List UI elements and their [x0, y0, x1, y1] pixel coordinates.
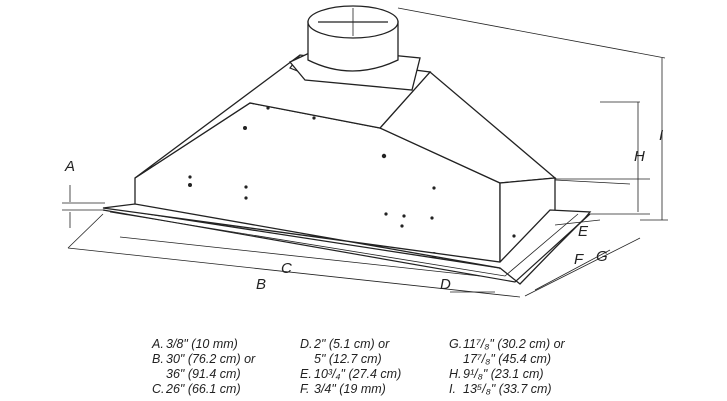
hood-bottom-flange: [102, 203, 592, 285]
dim-label-h: H: [634, 148, 645, 165]
legend-item-d-line2: 5" (12.7 cm): [314, 352, 382, 366]
dim-label-e: E: [578, 223, 589, 240]
dim-label-f: F: [574, 251, 584, 268]
legend-item-b-line2: 36" (91.4 cm): [166, 367, 241, 381]
dim-label-i: I: [659, 127, 663, 144]
legend-column-2: D. 2" (5.1 cm) or 5" (12.7 cm) E. 10³/₄"…: [300, 337, 401, 397]
legend-item-b: B. 30" (76.2 cm) or: [152, 352, 256, 366]
dim-label-b: B: [256, 276, 266, 293]
legend-item-h: H. 9¹/₈" (23.1 cm): [449, 367, 544, 381]
flange-inner-edge: [109, 211, 579, 277]
legend-item-f: F. 3/4" (19 mm): [300, 382, 386, 396]
legend-item-e: E. 10³/₄" (27.4 cm): [300, 367, 402, 381]
legend-item-i: I. 13⁵/₈" (33.7 cm): [449, 382, 552, 396]
legend-item-g: G. 11⁷/₈" (30.2 cm) or: [449, 337, 565, 351]
legend-column-3: G. 11⁷/₈" (30.2 cm) or 17⁷/₈" (45.4 cm) …: [449, 337, 565, 397]
mounting-holes: [188, 106, 516, 258]
legend-item-g-line2: 17⁷/₈" (45.4 cm): [463, 352, 552, 366]
flange-front-edge: [102, 209, 591, 283]
dim-label-d: D: [440, 276, 451, 293]
legend-item-d: D. 2" (5.1 cm) or: [300, 337, 390, 351]
dim-label-c: C: [281, 260, 292, 277]
legend-item-c: C. 26" (66.1 cm): [152, 382, 241, 396]
hood-roof: [134, 54, 432, 179]
dim-label-g: G: [596, 248, 608, 265]
legend-item-a: A. 3/8" (10 mm): [152, 337, 238, 351]
range-hood-insert-diagram: A B C D E F G H I: [62, 5, 668, 298]
dim-label-a: A: [64, 158, 75, 175]
dimension-lines: [62, 7, 668, 298]
legend-column-1: A. 3/8" (10 mm) B. 30" (76.2 cm) or 36" …: [152, 337, 255, 397]
